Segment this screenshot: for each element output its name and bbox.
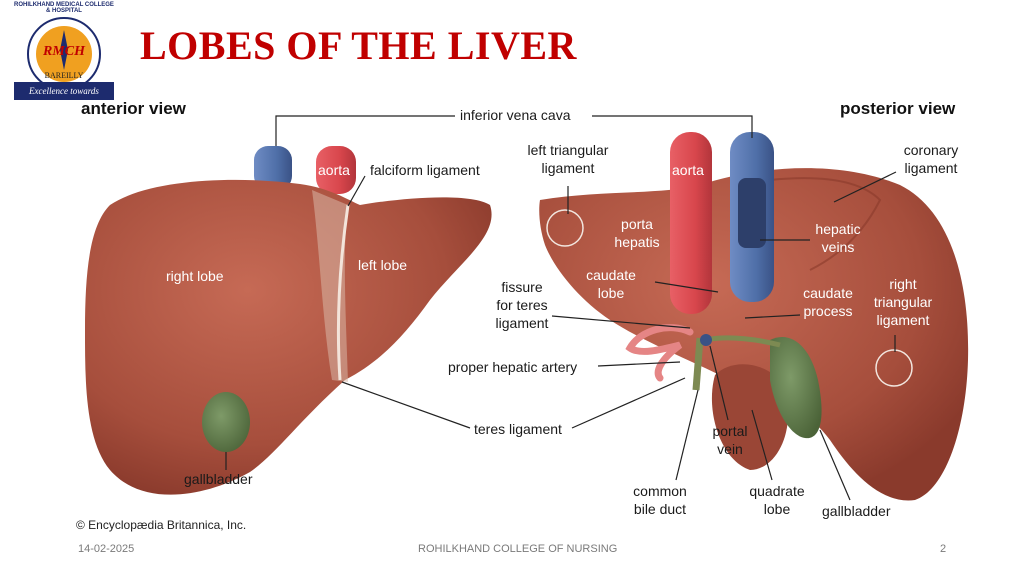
label-coronary-ligament: coronary ligament xyxy=(903,142,959,176)
label-aorta-anterior: aorta xyxy=(318,162,350,178)
label-gallbladder-posterior: gallbladder xyxy=(822,503,891,519)
logo-city: BAREILLY xyxy=(44,71,84,80)
label-right-lobe: right lobe xyxy=(166,268,224,284)
quadrate-lobe-shape xyxy=(711,364,789,470)
anterior-liver-shape xyxy=(85,179,492,495)
ivc-anterior xyxy=(254,146,292,190)
bile-duct xyxy=(692,337,704,391)
label-left-triangular-ligament: left triangular ligament xyxy=(527,142,609,176)
aorta-anterior xyxy=(316,146,356,194)
logo-mark: RMCH xyxy=(42,44,85,59)
label-portal-vein: portal vein xyxy=(712,423,748,457)
logo-tagline: Excellence towards profession xyxy=(14,82,114,114)
label-inferior-vena-cava: inferior vena cava xyxy=(460,107,571,123)
footer-page-number: 2 xyxy=(940,543,947,555)
label-caudate-lobe: caudate lobe xyxy=(586,267,636,301)
cystic-duct xyxy=(704,335,781,348)
label-proper-hepatic-artery: proper hepatic artery xyxy=(448,359,578,375)
logo-ring-text: ROHILKHAND MEDICAL COLLEGE & HOSPITAL xyxy=(14,2,114,14)
copyright-notice: © Encyclopædia Britannica, Inc. xyxy=(76,518,247,532)
gallbladder-anterior xyxy=(202,392,250,452)
aorta-posterior xyxy=(670,132,712,314)
label-gallbladder-anterior: gallbladder xyxy=(184,471,253,487)
anterior-view-heading: anterior view xyxy=(81,99,186,118)
posterior-liver-shape xyxy=(539,168,969,501)
label-common-bile-duct: common bile duct xyxy=(633,483,687,517)
leader-lines xyxy=(225,115,897,501)
footer-institution: ROHILKHAND COLLEGE OF NURSING xyxy=(418,543,618,555)
posterior-view-heading: posterior view xyxy=(840,99,956,118)
college-logo xyxy=(27,17,101,91)
hepatic-veins-opening xyxy=(738,178,766,248)
label-right-triangular-ligament: right triangular ligament xyxy=(873,276,933,328)
label-falciform-ligament: falciform ligament xyxy=(370,162,480,178)
hepatic-artery xyxy=(625,324,694,382)
label-porta-hepatis: porta hepatis xyxy=(614,216,660,250)
label-quadrate-lobe: quadrate lobe xyxy=(749,483,805,517)
label-fissure-for-teres-ligament: fissure for teres ligament xyxy=(495,279,549,331)
label-caudate-process: caudate process xyxy=(803,285,853,319)
posterior-liver xyxy=(539,132,969,501)
gallbladder-posterior xyxy=(770,336,822,439)
anterior-liver xyxy=(85,146,492,495)
label-hepatic-veins: hepatic veins xyxy=(815,221,861,255)
label-aorta-posterior: aorta xyxy=(672,162,704,178)
portal-vein-dot xyxy=(700,334,712,346)
label-teres-ligament: teres ligament xyxy=(474,421,562,437)
falciform-line xyxy=(336,204,350,381)
footer-date: 14-02-2025 xyxy=(78,543,135,555)
label-left-lobe: left lobe xyxy=(358,257,408,273)
slide-title: LOBES OF THE LIVER xyxy=(140,23,577,68)
